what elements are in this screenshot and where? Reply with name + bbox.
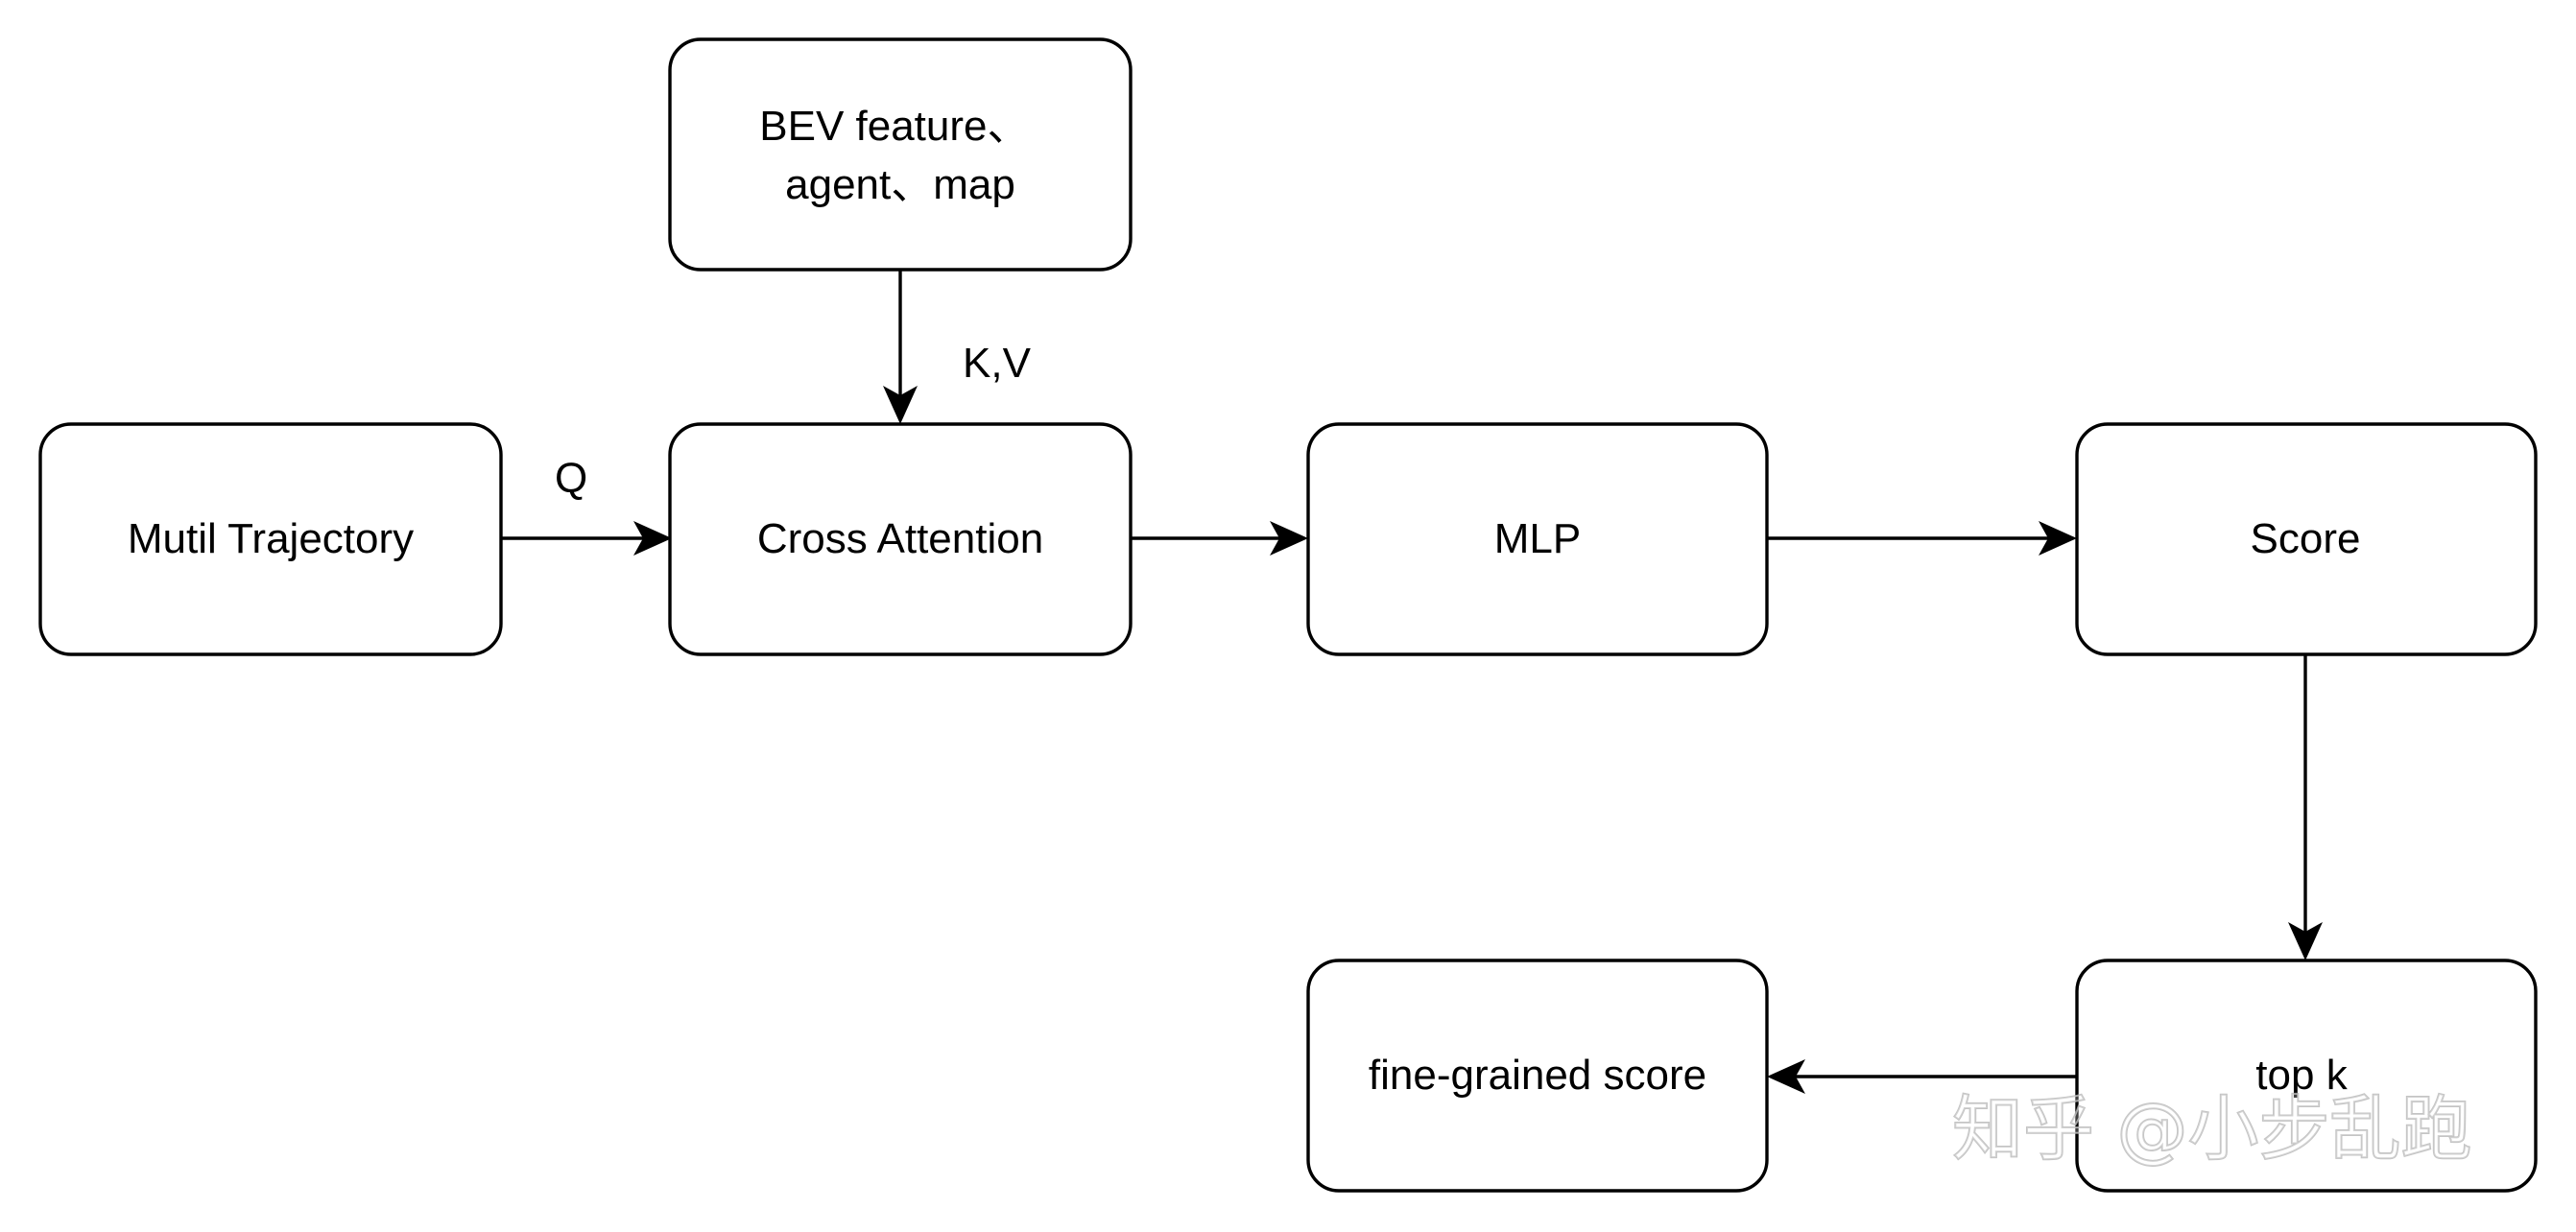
edge-bev-to-cross-attention bbox=[883, 270, 918, 424]
edge-trajectory-to-cross-attention bbox=[501, 521, 672, 556]
cross-attention-node: Cross Attention bbox=[668, 422, 1133, 656]
edge-mlp-to-score bbox=[1767, 521, 2077, 556]
q-label: Q bbox=[555, 455, 587, 502]
bev-input-line-1: BEV feature、 bbox=[759, 103, 1029, 150]
mutil-trajectory-label: Mutil Trajectory bbox=[128, 515, 414, 562]
score-node: Score bbox=[2075, 422, 2538, 656]
arrowhead-left-icon bbox=[1767, 1059, 1805, 1094]
top-k-label: top k bbox=[2255, 1052, 2348, 1099]
mlp-node: MLP bbox=[1306, 422, 1769, 656]
mutil-trajectory-node: Mutil Trajectory bbox=[38, 422, 503, 656]
bev-input-node: BEV feature、 agent、map bbox=[668, 37, 1133, 272]
top-k-node: top k bbox=[2075, 959, 2538, 1193]
arrowhead-right-icon bbox=[1270, 521, 1308, 556]
arrowhead-down-icon bbox=[2288, 922, 2323, 960]
fine-grained-score-label: fine-grained score bbox=[1369, 1052, 1706, 1099]
mlp-label: MLP bbox=[1494, 515, 1581, 562]
watermark: 知乎 @小步乱跑 bbox=[1952, 1088, 2472, 1171]
svg-text:BEV feature、 agent、map: BEV feature、 agent、map bbox=[759, 103, 1041, 208]
cross-attention-label: Cross Attention bbox=[757, 515, 1043, 562]
fine-grained-score-node: fine-grained score bbox=[1306, 959, 1769, 1193]
bev-input-line-2: agent、map bbox=[785, 161, 1015, 208]
arrowhead-right-icon bbox=[2039, 521, 2077, 556]
edge-cross-attention-to-mlp bbox=[1131, 521, 1308, 556]
arrowhead-down-icon bbox=[883, 386, 918, 424]
edge-score-to-top-k bbox=[2288, 654, 2323, 960]
score-label: Score bbox=[2251, 515, 2361, 562]
edge-top-k-to-fine-grained-score bbox=[1767, 1059, 2077, 1094]
arrowhead-right-icon bbox=[633, 521, 672, 556]
kv-label: K,V bbox=[963, 340, 1032, 387]
